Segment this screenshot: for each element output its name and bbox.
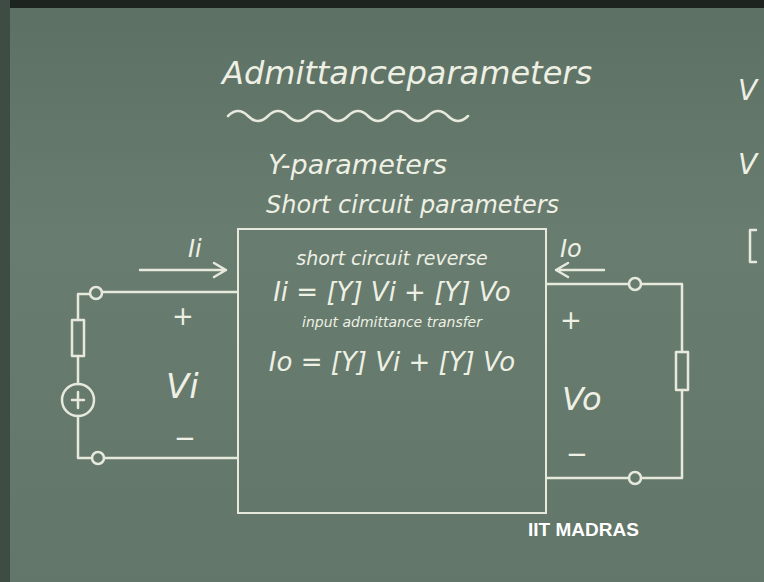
watermark: IIT MADRAS bbox=[528, 520, 639, 541]
source-symbol bbox=[72, 392, 84, 408]
wire bbox=[547, 283, 629, 286]
terminal bbox=[92, 452, 104, 464]
bracket bbox=[750, 230, 756, 262]
wire bbox=[78, 294, 90, 320]
current-arrow bbox=[140, 263, 226, 277]
wire bbox=[104, 457, 237, 460]
two-port-network-box: short circuit reverse Ii = [Y] Vi + [Y] V… bbox=[237, 228, 547, 514]
terminal bbox=[90, 287, 102, 299]
wire bbox=[77, 356, 80, 384]
current-arrow bbox=[556, 263, 604, 277]
fragment-label: V bbox=[738, 76, 757, 107]
voltage-label: Vo bbox=[562, 382, 602, 417]
polarity-sign: + bbox=[560, 306, 582, 335]
wire bbox=[547, 477, 629, 480]
polarity-sign: − bbox=[566, 440, 588, 469]
board-frame bbox=[0, 0, 10, 582]
resistor-symbol bbox=[72, 320, 84, 356]
wire bbox=[641, 390, 682, 478]
board-frame bbox=[0, 0, 764, 8]
wire bbox=[641, 284, 682, 352]
resistor-symbol bbox=[676, 352, 688, 390]
wavy-underline bbox=[228, 111, 468, 121]
note-text: short circuit reverse bbox=[251, 248, 533, 270]
subtitle: Short circuit parameters bbox=[266, 192, 559, 218]
title: Admittanceparameters bbox=[222, 56, 592, 91]
equation: Io = [Y] Vi + [Y] Vo bbox=[251, 348, 533, 378]
equation: Ii = [Y] Vi + [Y] Vo bbox=[251, 278, 533, 308]
subtitle: Y-parameters bbox=[268, 150, 447, 180]
polarity-sign: − bbox=[174, 424, 196, 453]
source-symbol bbox=[62, 384, 94, 416]
note-text: input admittance transfer bbox=[251, 314, 533, 330]
terminal bbox=[629, 278, 641, 290]
polarity-sign: + bbox=[172, 302, 194, 331]
current-label: Ii bbox=[188, 236, 202, 262]
current-label: Io bbox=[560, 236, 582, 262]
voltage-label: Vi bbox=[166, 368, 199, 405]
terminal bbox=[629, 472, 641, 484]
wire bbox=[78, 416, 92, 458]
wire bbox=[102, 291, 237, 294]
fragment-label: V bbox=[738, 150, 757, 181]
